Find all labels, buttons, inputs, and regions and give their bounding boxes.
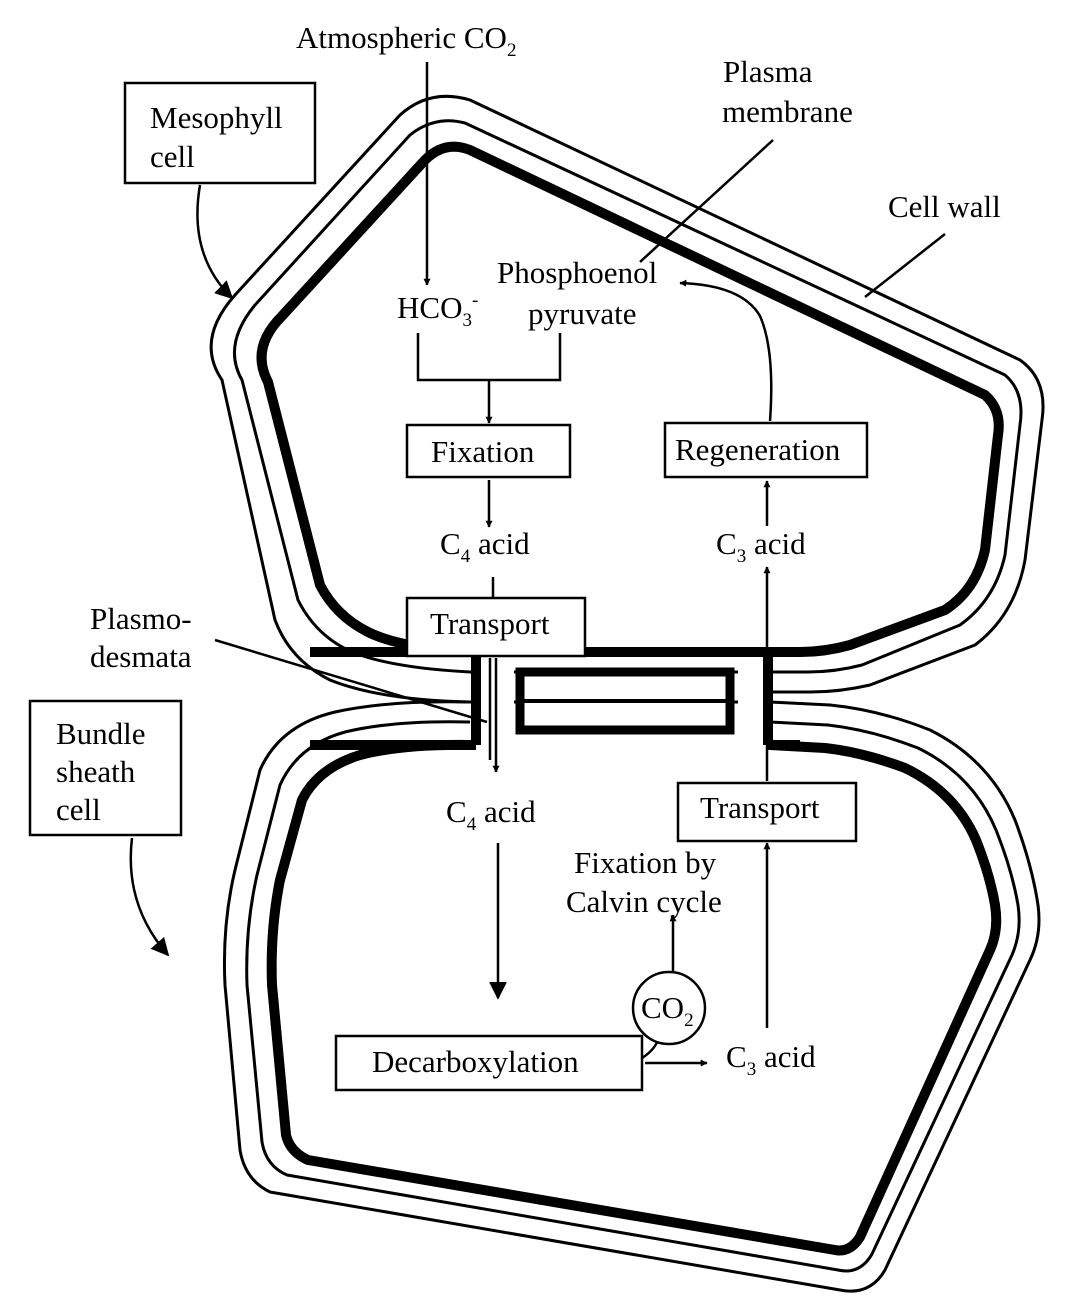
bundle-sheath-cell-wall-inner — [245, 720, 1021, 1273]
cell-wall-pointer — [864, 233, 946, 298]
regeneration-label: Regeneration — [675, 432, 841, 467]
fixation-calvin-label-2: Calvin cycle — [566, 884, 722, 919]
fixation-label: Fixation — [431, 434, 535, 469]
transport-box-left — [405, 596, 587, 658]
co2-label: CO2 — [641, 990, 694, 1031]
merge-bracket — [416, 333, 562, 382]
decarboxylation-label: Decarboxylation — [372, 1044, 579, 1079]
decarboxylation-box — [334, 1034, 644, 1092]
plasma-membrane-label-2: membrane — [722, 94, 853, 129]
hco3-label: HCO3- — [397, 290, 478, 331]
mesophyll-cell-pointer — [196, 184, 234, 300]
bundle-sheath-label-2: sheath — [56, 754, 136, 789]
co2-circle — [631, 970, 707, 1046]
plasmodesmata-label-2: desmata — [90, 639, 192, 674]
plasma-membrane-label-1: Plasma — [723, 54, 813, 89]
mesophyll-cell-box — [123, 81, 317, 185]
bundle-sheath-label-1: Bundle — [56, 716, 146, 751]
c3-acid-mesophyll-label: C3 acid — [716, 526, 806, 567]
plasmodesmata-pointer — [214, 638, 488, 724]
bundle-sheath-label-3: cell — [56, 792, 101, 827]
bundle-sheath-pointer — [129, 837, 170, 957]
plasmodesmata-label-1: Plasmo- — [90, 601, 192, 636]
transport-label-left: Transport — [430, 606, 550, 641]
pep-label-1: Phosphoenol — [497, 255, 657, 290]
bundle-sheath-cell-wall-outer — [222, 700, 1041, 1293]
pep-label-2: pyruvate — [528, 296, 636, 331]
transport-box-right — [676, 781, 858, 843]
mesophyll-cell-label-2: cell — [150, 139, 195, 174]
regeneration-box — [663, 421, 869, 479]
atmospheric-co2-label: Atmospheric CO2 — [296, 20, 516, 61]
bundle-sheath-plasma-membrane — [266, 739, 1002, 1256]
mesophyll-plasma-membrane — [256, 141, 1004, 657]
fixation-box — [405, 423, 572, 479]
cell-wall-label: Cell wall — [888, 189, 1001, 224]
fixation-calvin-label-1: Fixation by — [574, 845, 717, 880]
transport-label-right: Transport — [700, 790, 820, 825]
mesophyll-cell-label-1: Mesophyll — [150, 100, 283, 135]
regeneration-to-pep-arrow — [679, 279, 773, 422]
bundle-sheath-cell-box — [28, 699, 183, 837]
plasma-membrane-pointer — [639, 139, 774, 263]
c4-acid-mesophyll-label: C4 acid — [440, 526, 530, 567]
c3-acid-bundle-label: C3 acid — [726, 1039, 816, 1080]
c4-acid-bundle-label: C4 acid — [446, 794, 536, 835]
mesophyll-cell-wall-outer — [209, 94, 1045, 704]
